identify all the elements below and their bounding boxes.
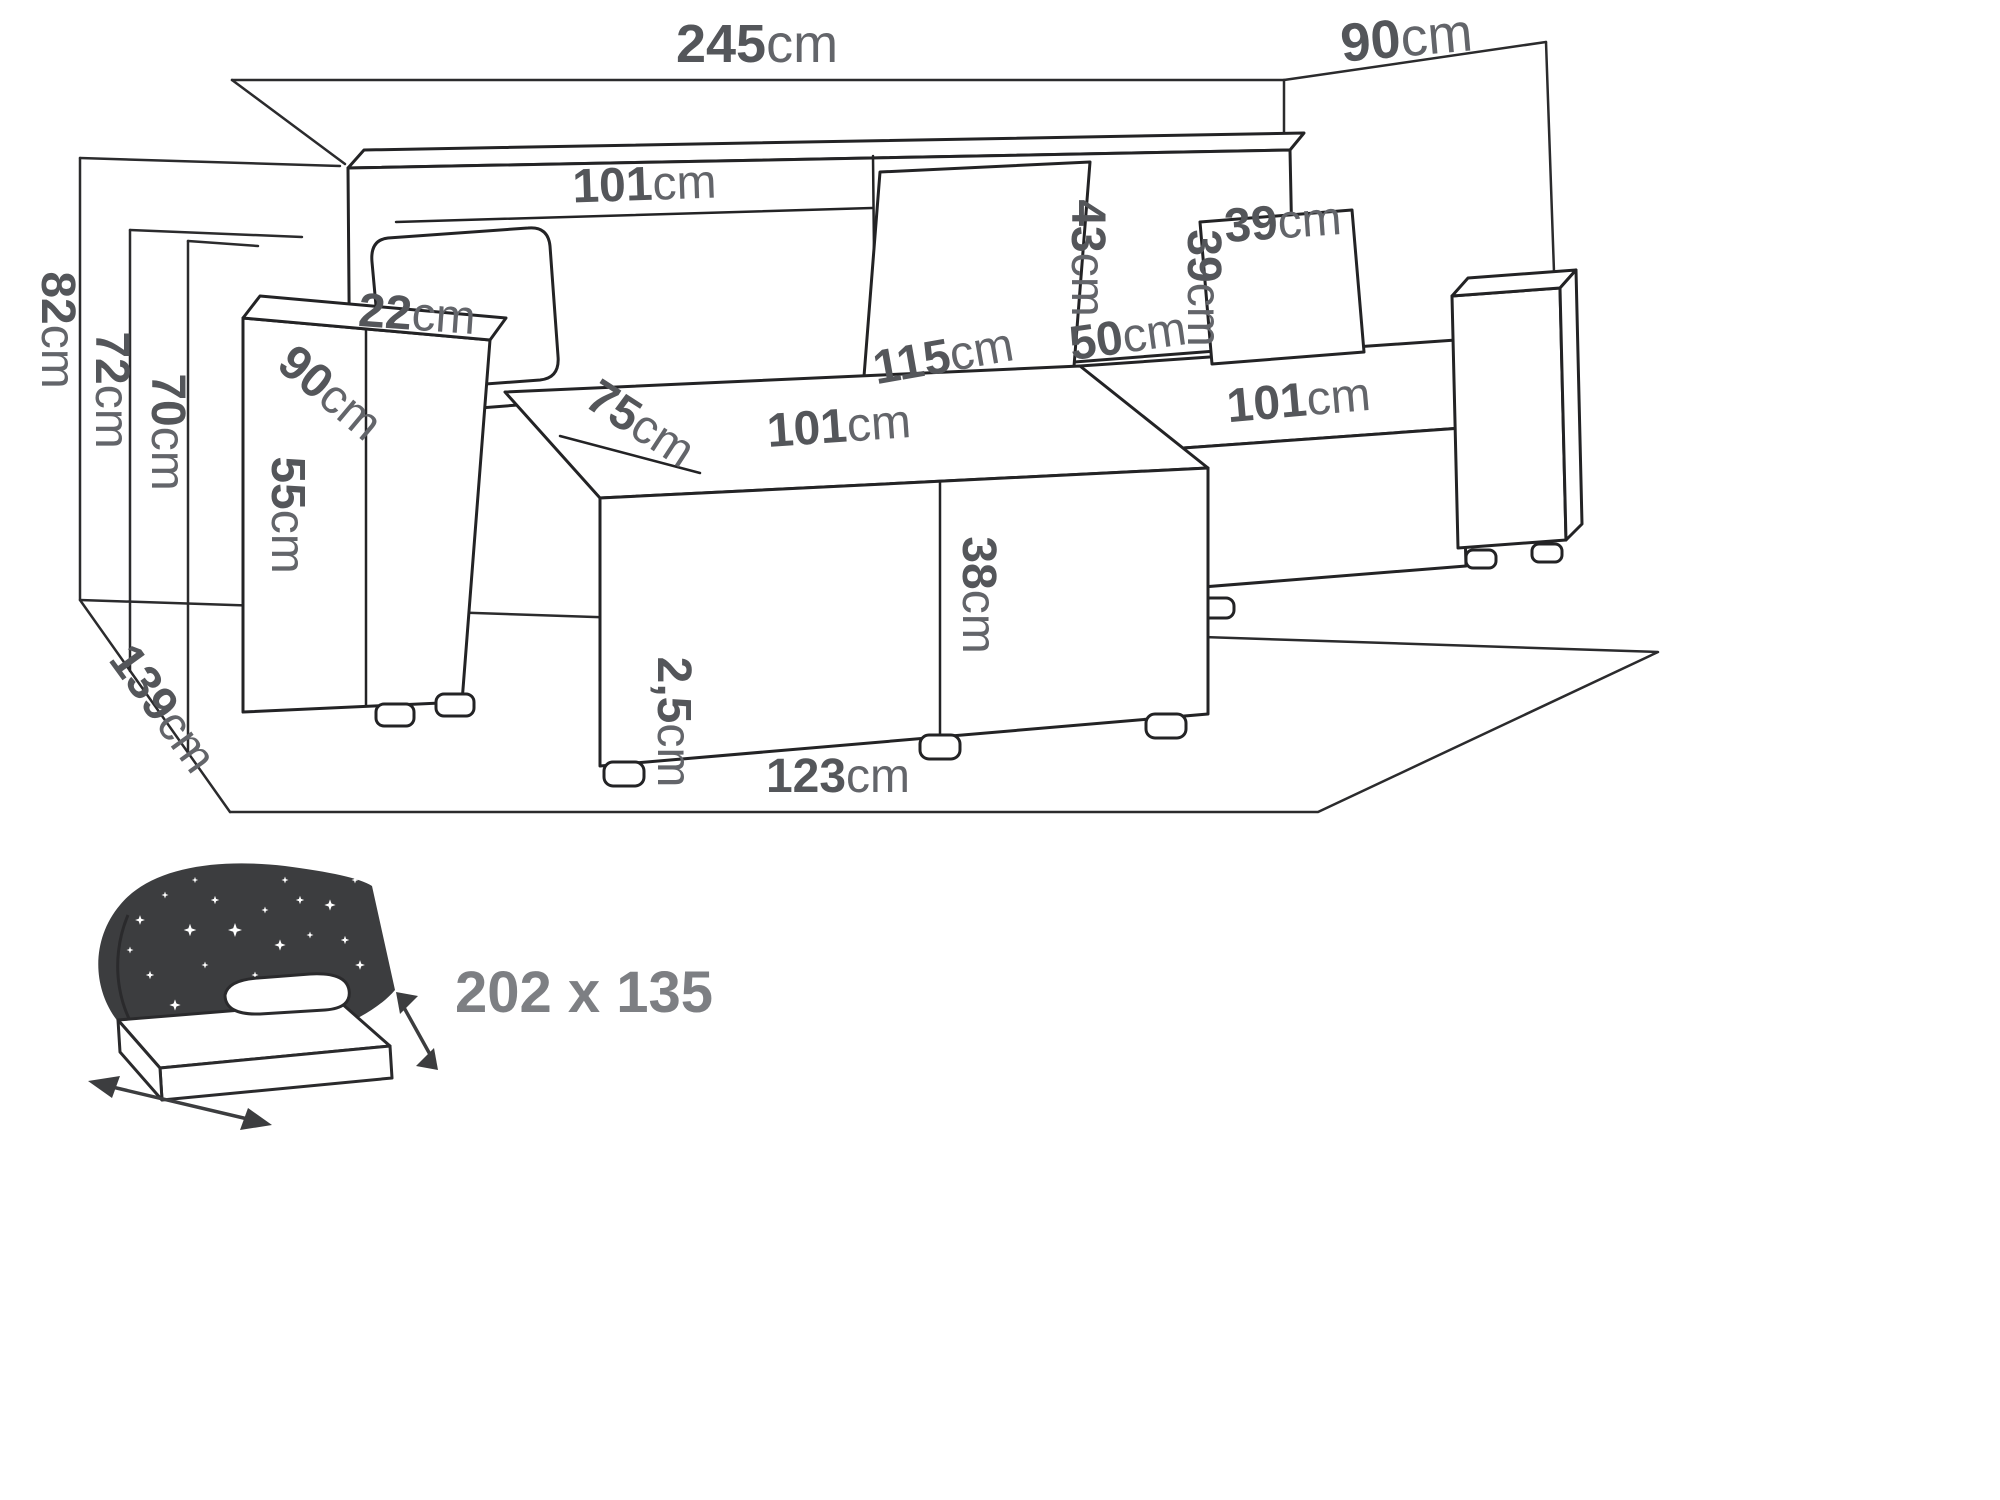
label-seat-width: 101cm [765, 395, 912, 458]
backrest-inner-line [394, 206, 874, 224]
label-chaise-seat-width: 50cm [1066, 302, 1190, 371]
label-pullout-width: 123cm [766, 750, 910, 803]
height82-tick [78, 156, 342, 168]
label-backrest-width: 101cm [572, 156, 718, 214]
width-arrow-head-left [88, 1076, 120, 1098]
depth-right-connector [1544, 40, 1556, 274]
label-total-width: 245cm [676, 14, 838, 74]
depth-arrow-head-top [396, 992, 418, 1014]
pillow-right [1198, 208, 1366, 366]
label-back-cushion-height: 43cm [1061, 199, 1114, 316]
height70-tick [186, 239, 260, 248]
seat-foot-left [602, 760, 646, 788]
seat-foot-center [918, 733, 962, 761]
depth-dimension-line [1282, 40, 1548, 82]
right-armrest-side [1558, 268, 1584, 542]
depth-arrow-shaft [400, 1002, 434, 1060]
label-total-height: 82cm [31, 271, 84, 388]
bed-pillow [223, 972, 351, 1016]
label-pillow-width: 39cm [1223, 192, 1344, 253]
label-leg-height: 2,5cm [647, 657, 700, 788]
left-armrest-top [241, 294, 508, 342]
right-armrest-front [1450, 286, 1568, 550]
label-side-depth: 90cm [1338, 2, 1475, 73]
depth-arrow-head-bottom [416, 1048, 438, 1070]
label-seat-front-height: 38cm [952, 536, 1005, 653]
seat-front-face [598, 466, 1210, 768]
right-armrest-foot-2 [1530, 542, 1564, 564]
floor-depth-line [78, 598, 232, 814]
label-pillow-height: 39cm [1177, 229, 1230, 346]
width-arrow-shaft [106, 1084, 254, 1122]
width-left-connector [230, 78, 347, 166]
sleeping-area-label: 202 x 135 [455, 960, 713, 1025]
label-armrest-height: 55cm [261, 456, 314, 573]
label-floor-depth: 139cm [99, 635, 227, 783]
width-arrow-head-right [240, 1108, 272, 1130]
label-backrest-height: 72cm [85, 331, 138, 448]
left-armrest-foot-1 [374, 702, 416, 728]
label-armrest-floor-height: 70cm [141, 373, 194, 490]
dimension-lines [78, 40, 1556, 814]
label-chaise-depth: 115cm [869, 318, 1017, 395]
label-armrest-width: 22cm [357, 284, 478, 345]
sofa-drawing [241, 131, 1584, 788]
right-armrest-foot-1 [1464, 548, 1498, 570]
sleeping-function-icon: 202 x 135 [88, 863, 713, 1130]
left-armrest-foot-2 [434, 692, 476, 718]
height72-tick [128, 228, 304, 239]
seat-foot-right [1144, 712, 1188, 740]
seat-top-seam [558, 434, 702, 475]
label-chaise-length: 101cm [1225, 368, 1373, 433]
